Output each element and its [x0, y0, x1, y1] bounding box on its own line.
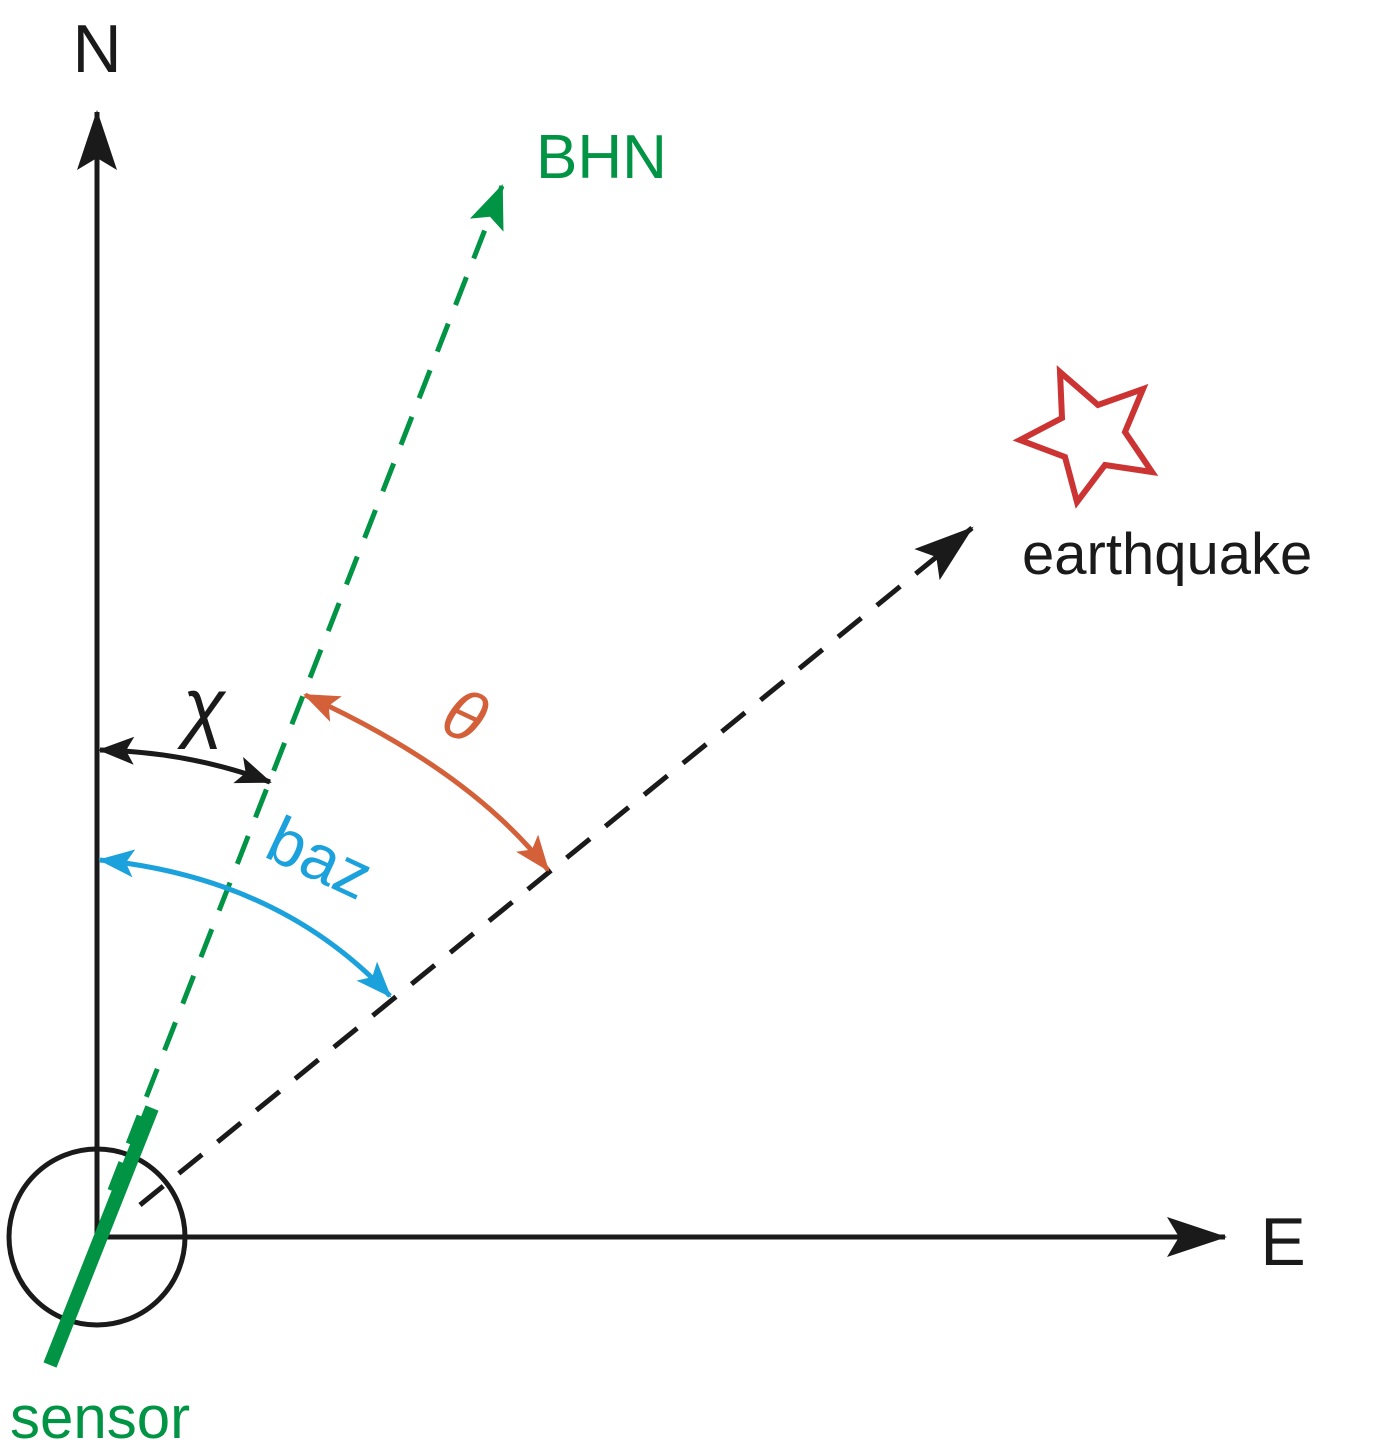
- chi-angle-arc: [98, 736, 272, 785]
- bhn-label: BHN: [536, 123, 667, 192]
- east-label: E: [1260, 1204, 1305, 1280]
- bhn-direction-line: [107, 184, 505, 1191]
- chi-label: χ: [177, 662, 227, 750]
- earthquake-star-icon: [1012, 365, 1159, 509]
- sensor-orientation-bar: [43, 1105, 159, 1368]
- earthquake-label: earthquake: [1022, 522, 1312, 587]
- baz-label: baz: [256, 801, 384, 913]
- theta-label: θ: [431, 673, 498, 760]
- baz-angle-arc: [98, 849, 392, 998]
- earthquake-direction-line: [138, 526, 974, 1207]
- north-label: N: [72, 11, 121, 87]
- sensor-circle-icon: [6, 1146, 188, 1328]
- sensor-label: sensor: [10, 1384, 190, 1451]
- theta-angle-arc: [303, 692, 550, 872]
